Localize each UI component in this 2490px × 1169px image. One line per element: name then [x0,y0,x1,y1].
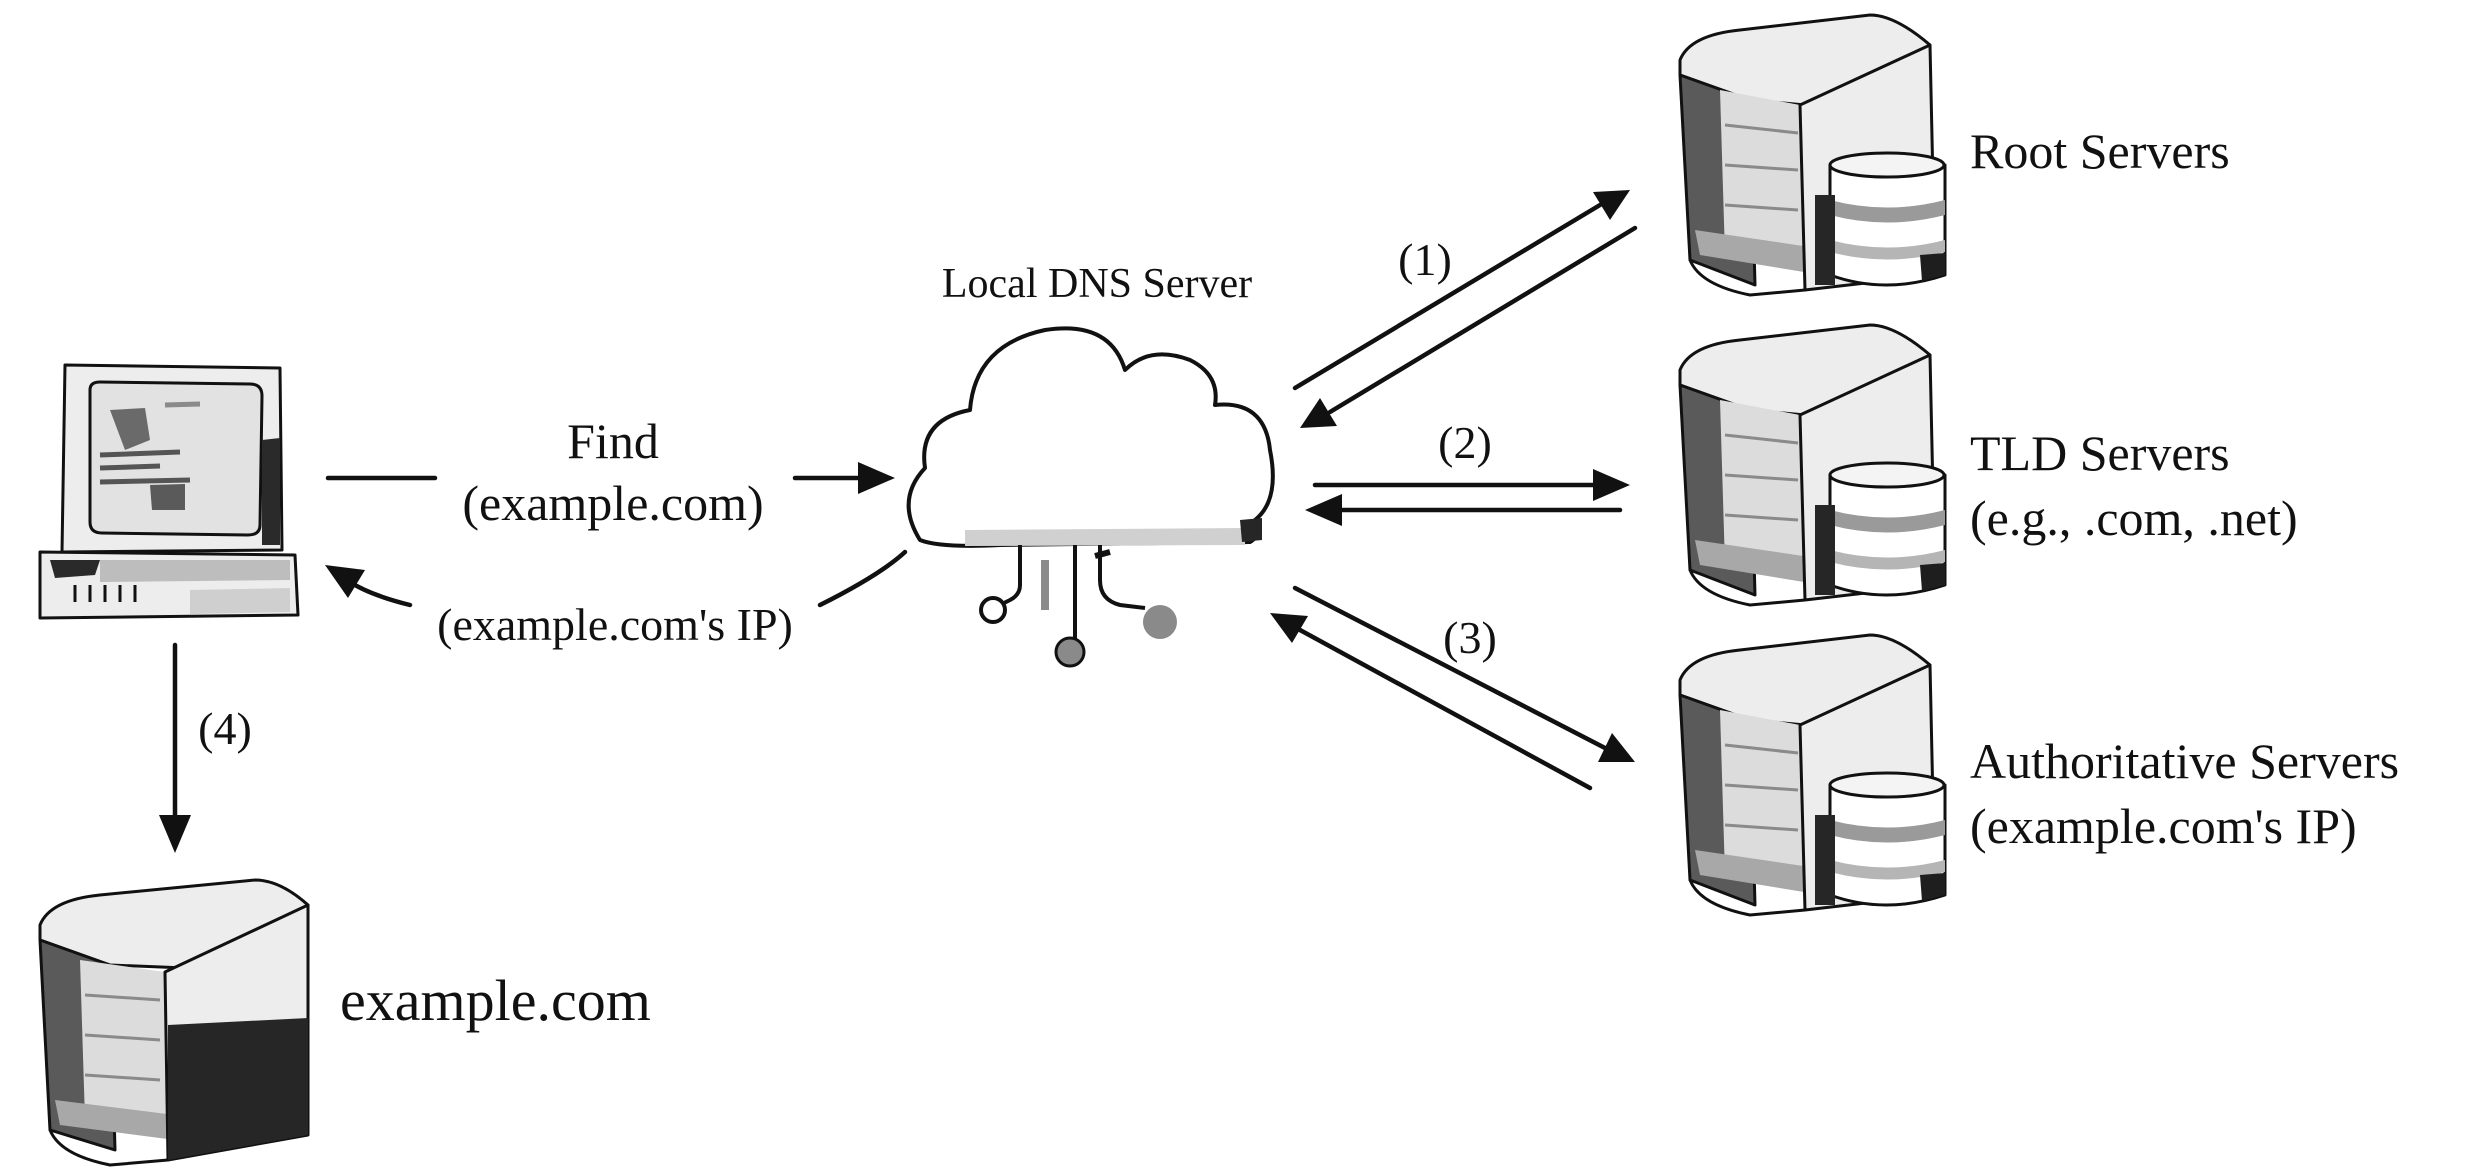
tld-servers-label: TLD Servers [1970,425,2230,481]
tld-query-arrows [1305,469,1630,526]
authoritative-query-arrows [1270,585,1635,791]
root-query-arrows [1292,190,1638,428]
local-dns-cloud-icon [906,326,1275,668]
find-request-arrow [325,462,895,494]
authoritative-servers-label: Authoritative Servers [1970,733,2399,789]
tld-server-icon [1678,323,1947,607]
step-4-label: (4) [198,703,252,754]
root-servers-label: Root Servers [1970,123,2230,179]
step-2-label: (2) [1438,417,1492,468]
client-computer-icon [38,363,300,620]
ip-reply-arrow [325,549,908,608]
tld-servers-sublabel: (e.g., .com, .net) [1970,490,2298,546]
website-label: example.com [340,968,651,1033]
ip-reply-label: (example.com's IP) [437,599,793,650]
website-connect-arrow [159,642,191,853]
local-dns-label: Local DNS Server [942,261,1252,307]
website-server-icon [38,878,310,1167]
auth-server-icon [1678,633,1947,917]
step-1-label: (1) [1398,234,1452,285]
find-label: Find [567,413,659,469]
authoritative-servers-sublabel: (example.com's IP) [1970,798,2357,854]
find-domain-label: (example.com) [462,475,763,531]
root-server-icon [1678,13,1947,297]
step-3-label: (3) [1443,612,1497,663]
